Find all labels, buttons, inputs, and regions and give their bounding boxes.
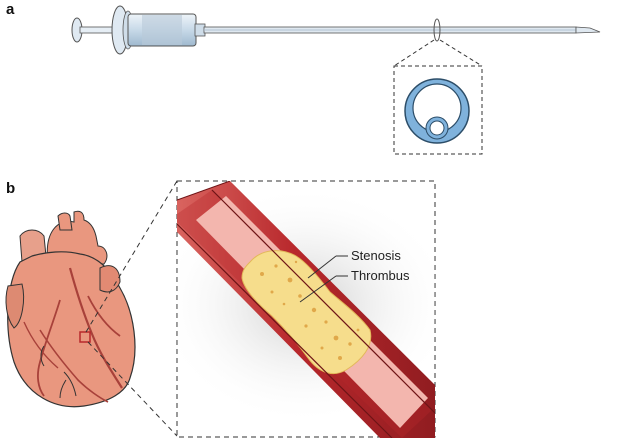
callout-leaders bbox=[299, 255, 348, 303]
catheter-shaft bbox=[203, 18, 601, 42]
artery-zoom bbox=[177, 181, 435, 438]
lesion-marker bbox=[79, 331, 91, 343]
thrombus-label: Thrombus bbox=[351, 268, 410, 283]
thrombus-dots bbox=[260, 260, 360, 360]
aspiration-syringe bbox=[71, 5, 206, 55]
heart-illustration bbox=[5, 210, 136, 408]
stenosis-label: Stenosis bbox=[351, 248, 401, 263]
panel-label-b: b bbox=[6, 180, 16, 197]
panel-label-a: a bbox=[6, 1, 15, 18]
catheter-cross-section bbox=[404, 78, 470, 144]
